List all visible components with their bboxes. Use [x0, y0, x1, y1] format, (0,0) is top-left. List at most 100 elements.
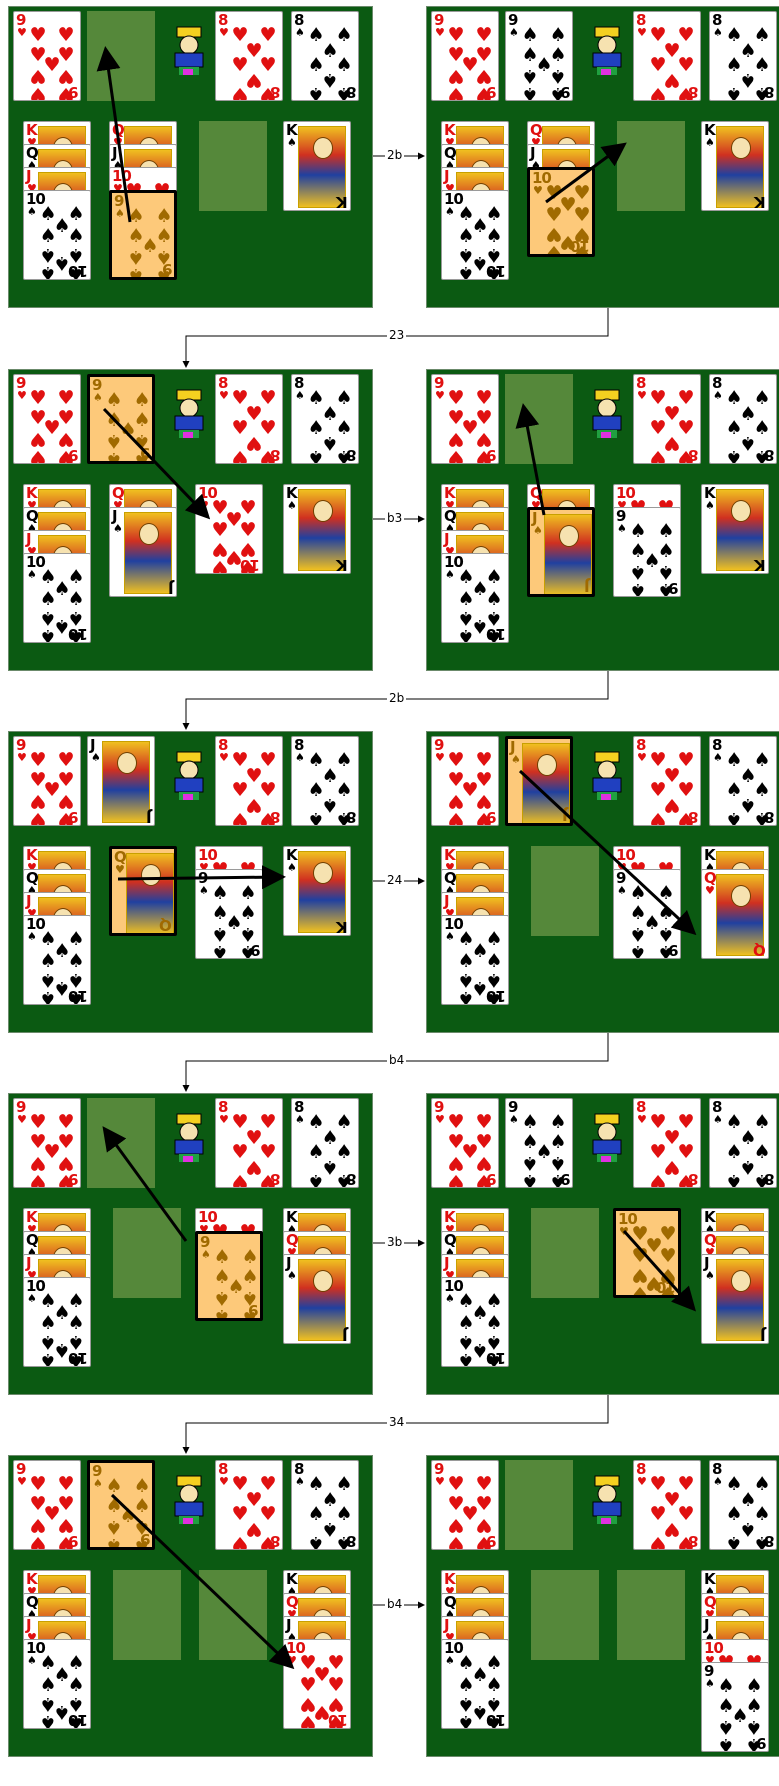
card-suit-icon: ♥	[637, 27, 647, 38]
tableau-empty-slot[interactable]	[199, 1570, 267, 1660]
tableau-empty-slot[interactable]	[113, 1570, 181, 1660]
card-8s[interactable]: 8♠♠♠♠♠♠♠♠♠8	[709, 11, 777, 101]
card-9h[interactable]: 9♥♥♥♥♥♥♥♥♥♥9	[431, 736, 499, 826]
card-pip-icon: ♠	[210, 942, 230, 959]
card-js[interactable]: J♠J	[527, 507, 595, 597]
card-qh[interactable]: Q♥Q	[701, 869, 769, 959]
card-ks[interactable]: K♠K	[701, 121, 769, 211]
card-rank-inverted: 9	[69, 809, 78, 825]
card-8s[interactable]: 8♠♠♠♠♠♠♠♠♠8	[291, 374, 359, 464]
free-cell-slot[interactable]	[505, 374, 573, 464]
card-9h[interactable]: 9♥♥♥♥♥♥♥♥♥♥9	[431, 374, 499, 464]
card-8s[interactable]: 8♠♠♠♠♠♠♠♠♠8	[291, 1460, 359, 1550]
card-rank-inverted: 9	[487, 809, 496, 825]
card-ks[interactable]: K♠K	[283, 484, 351, 574]
tableau-empty-slot[interactable]	[531, 1208, 599, 1298]
card-9s[interactable]: 9♠♠♠♠♠♠♠♠♠♠9	[195, 869, 263, 959]
card-8s[interactable]: 8♠♠♠♠♠♠♠♠♠8	[709, 1460, 777, 1550]
card-9s[interactable]: 9♠♠♠♠♠♠♠♠♠♠9	[505, 1098, 573, 1188]
card-8h[interactable]: 8♥♥♥♥♥♥♥♥♥8	[633, 1098, 701, 1188]
card-suit-icon: ♥	[17, 752, 27, 763]
board-state-9: 9♥♥♥♥♥♥♥♥♥♥99♠♠♠♠♠♠♠♠♠♠9 8♥♥♥♥♥♥♥♥♥88♠♠♠♠…	[8, 1455, 373, 1757]
card-9h[interactable]: 9♥♥♥♥♥♥♥♥♥♥9	[431, 1098, 499, 1188]
card-9h[interactable]: 9♥♥♥♥♥♥♥♥♥♥9	[13, 374, 81, 464]
card-9h[interactable]: 9♥♥♥♥♥♥♥♥♥♥9	[13, 1460, 81, 1550]
card-10h[interactable]: 10♥♥♥♥♥♥♥♥♥♥♥10	[527, 167, 595, 257]
card-9s[interactable]: 9♠♠♠♠♠♠♠♠♠♠9	[87, 374, 155, 464]
tableau-empty-slot[interactable]	[617, 121, 685, 211]
card-9s[interactable]: 9♠♠♠♠♠♠♠♠♠♠9	[505, 11, 573, 101]
card-10h[interactable]: 10♥♥♥♥♥♥♥♥♥♥♥10	[613, 1208, 681, 1298]
card-9h[interactable]: 9♥♥♥♥♥♥♥♥♥♥9	[431, 1460, 499, 1550]
tableau-empty-slot[interactable]	[617, 1570, 685, 1660]
card-8s[interactable]: 8♠♠♠♠♠♠♠♠♠8	[291, 1098, 359, 1188]
card-pip-icon: ♥	[28, 751, 48, 770]
card-10h[interactable]: 10♥♥♥♥♥♥♥♥♥♥♥10	[283, 1639, 351, 1729]
card-9s[interactable]: 9♠♠♠♠♠♠♠♠♠♠9	[613, 507, 681, 597]
card-8h[interactable]: 8♥♥♥♥♥♥♥♥♥8	[633, 736, 701, 826]
card-8h[interactable]: 8♥♥♥♥♥♥♥♥♥8	[215, 736, 283, 826]
card-9h[interactable]: 9♥♥♥♥♥♥♥♥♥♥9	[13, 11, 81, 101]
free-cell-slot[interactable]	[87, 11, 155, 101]
card-10s[interactable]: 10♠♠♠♠♠♠♠♠♠♠♠10	[441, 1277, 509, 1367]
card-9s[interactable]: 9♠♠♠♠♠♠♠♠♠♠9	[109, 190, 177, 280]
card-10s[interactable]: 10♠♠♠♠♠♠♠♠♠♠♠10	[441, 1639, 509, 1729]
card-js[interactable]: J♠J	[505, 736, 573, 826]
card-js[interactable]: J♠J	[701, 1254, 769, 1344]
card-8s[interactable]: 8♠♠♠♠♠♠♠♠♠8	[709, 1098, 777, 1188]
card-8s[interactable]: 8♠♠♠♠♠♠♠♠♠8	[709, 736, 777, 826]
tableau-empty-slot[interactable]	[531, 1570, 599, 1660]
card-rank-inverted: 8	[689, 809, 698, 825]
card-pip-icon: ♥	[28, 389, 48, 408]
free-cell-slot[interactable]	[87, 1098, 155, 1188]
card-10s[interactable]: 10♠♠♠♠♠♠♠♠♠♠♠10	[441, 915, 509, 1005]
card-js[interactable]: J♠J	[109, 507, 177, 597]
card-9h[interactable]: 9♥♥♥♥♥♥♥♥♥♥9	[13, 1098, 81, 1188]
card-8s[interactable]: 8♠♠♠♠♠♠♠♠♠8	[709, 374, 777, 464]
card-8s[interactable]: 8♠♠♠♠♠♠♠♠♠8	[291, 11, 359, 101]
card-8h[interactable]: 8♥♥♥♥♥♥♥♥♥8	[215, 1460, 283, 1550]
card-9s[interactable]: 9♠♠♠♠♠♠♠♠♠♠9	[613, 869, 681, 959]
card-ks[interactable]: K♠K	[283, 121, 351, 211]
card-9s[interactable]: 9♠♠♠♠♠♠♠♠♠♠9	[701, 1662, 769, 1752]
card-10s[interactable]: 10♠♠♠♠♠♠♠♠♠♠♠10	[23, 1277, 91, 1367]
card-8h[interactable]: 8♥♥♥♥♥♥♥♥♥8	[633, 374, 701, 464]
board-state-1: 9♥♥♥♥♥♥♥♥♥♥98♥♥♥♥♥♥♥♥♥88♠♠♠♠♠♠♠♠♠8K♥KQ♠Q…	[8, 6, 373, 308]
card-8h[interactable]: 8♥♥♥♥♥♥♥♥♥8	[215, 1098, 283, 1188]
card-10s[interactable]: 10♠♠♠♠♠♠♠♠♠♠♠10	[441, 190, 509, 280]
card-rank-inverted: Q	[160, 917, 172, 933]
tableau-empty-slot[interactable]	[199, 121, 267, 211]
card-suit-icon: ♠	[287, 137, 297, 148]
card-suit-icon: ♠	[713, 390, 723, 401]
card-pip-icon: ♠	[240, 1248, 260, 1267]
card-suit-icon: ♥	[199, 500, 209, 511]
card-8h[interactable]: 8♥♥♥♥♥♥♥♥♥8	[633, 11, 701, 101]
card-10s[interactable]: 10♠♠♠♠♠♠♠♠♠♠♠10	[23, 1639, 91, 1729]
card-10s[interactable]: 10♠♠♠♠♠♠♠♠♠♠♠10	[23, 190, 91, 280]
card-9h[interactable]: 9♥♥♥♥♥♥♥♥♥♥9	[13, 736, 81, 826]
card-js[interactable]: J♠J	[283, 1254, 351, 1344]
card-10s[interactable]: 10♠♠♠♠♠♠♠♠♠♠♠10	[23, 553, 91, 643]
card-8h[interactable]: 8♥♥♥♥♥♥♥♥♥8	[215, 11, 283, 101]
card-8h[interactable]: 8♥♥♥♥♥♥♥♥♥8	[215, 374, 283, 464]
card-pip-icon: ♥	[230, 1533, 250, 1550]
tableau-empty-slot[interactable]	[113, 1208, 181, 1298]
card-rank-inverted: 10	[487, 626, 506, 642]
card-10h[interactable]: 10♥♥♥♥♥♥♥♥♥♥♥10	[195, 484, 263, 574]
card-suit-icon: ♠	[445, 1293, 455, 1304]
card-rank-inverted: 9	[757, 1735, 766, 1751]
card-pip-icon: ♥	[230, 84, 250, 101]
card-8s[interactable]: 8♠♠♠♠♠♠♠♠♠8	[291, 736, 359, 826]
card-8h[interactable]: 8♥♥♥♥♥♥♥♥♥8	[633, 1460, 701, 1550]
card-9s[interactable]: 9♠♠♠♠♠♠♠♠♠♠9	[87, 1460, 155, 1550]
free-cell-slot[interactable]	[505, 1460, 573, 1550]
card-10s[interactable]: 10♠♠♠♠♠♠♠♠♠♠♠10	[23, 915, 91, 1005]
card-10s[interactable]: 10♠♠♠♠♠♠♠♠♠♠♠10	[441, 553, 509, 643]
tableau-empty-slot[interactable]	[531, 846, 599, 936]
card-ks[interactable]: K♠K	[283, 846, 351, 936]
card-ks[interactable]: K♠K	[701, 484, 769, 574]
card-qh[interactable]: Q♥Q	[109, 846, 177, 936]
card-9s[interactable]: 9♠♠♠♠♠♠♠♠♠♠9	[195, 1231, 263, 1321]
card-js[interactable]: J♠J	[87, 736, 155, 826]
card-9h[interactable]: 9♥♥♥♥♥♥♥♥♥♥9	[431, 11, 499, 101]
